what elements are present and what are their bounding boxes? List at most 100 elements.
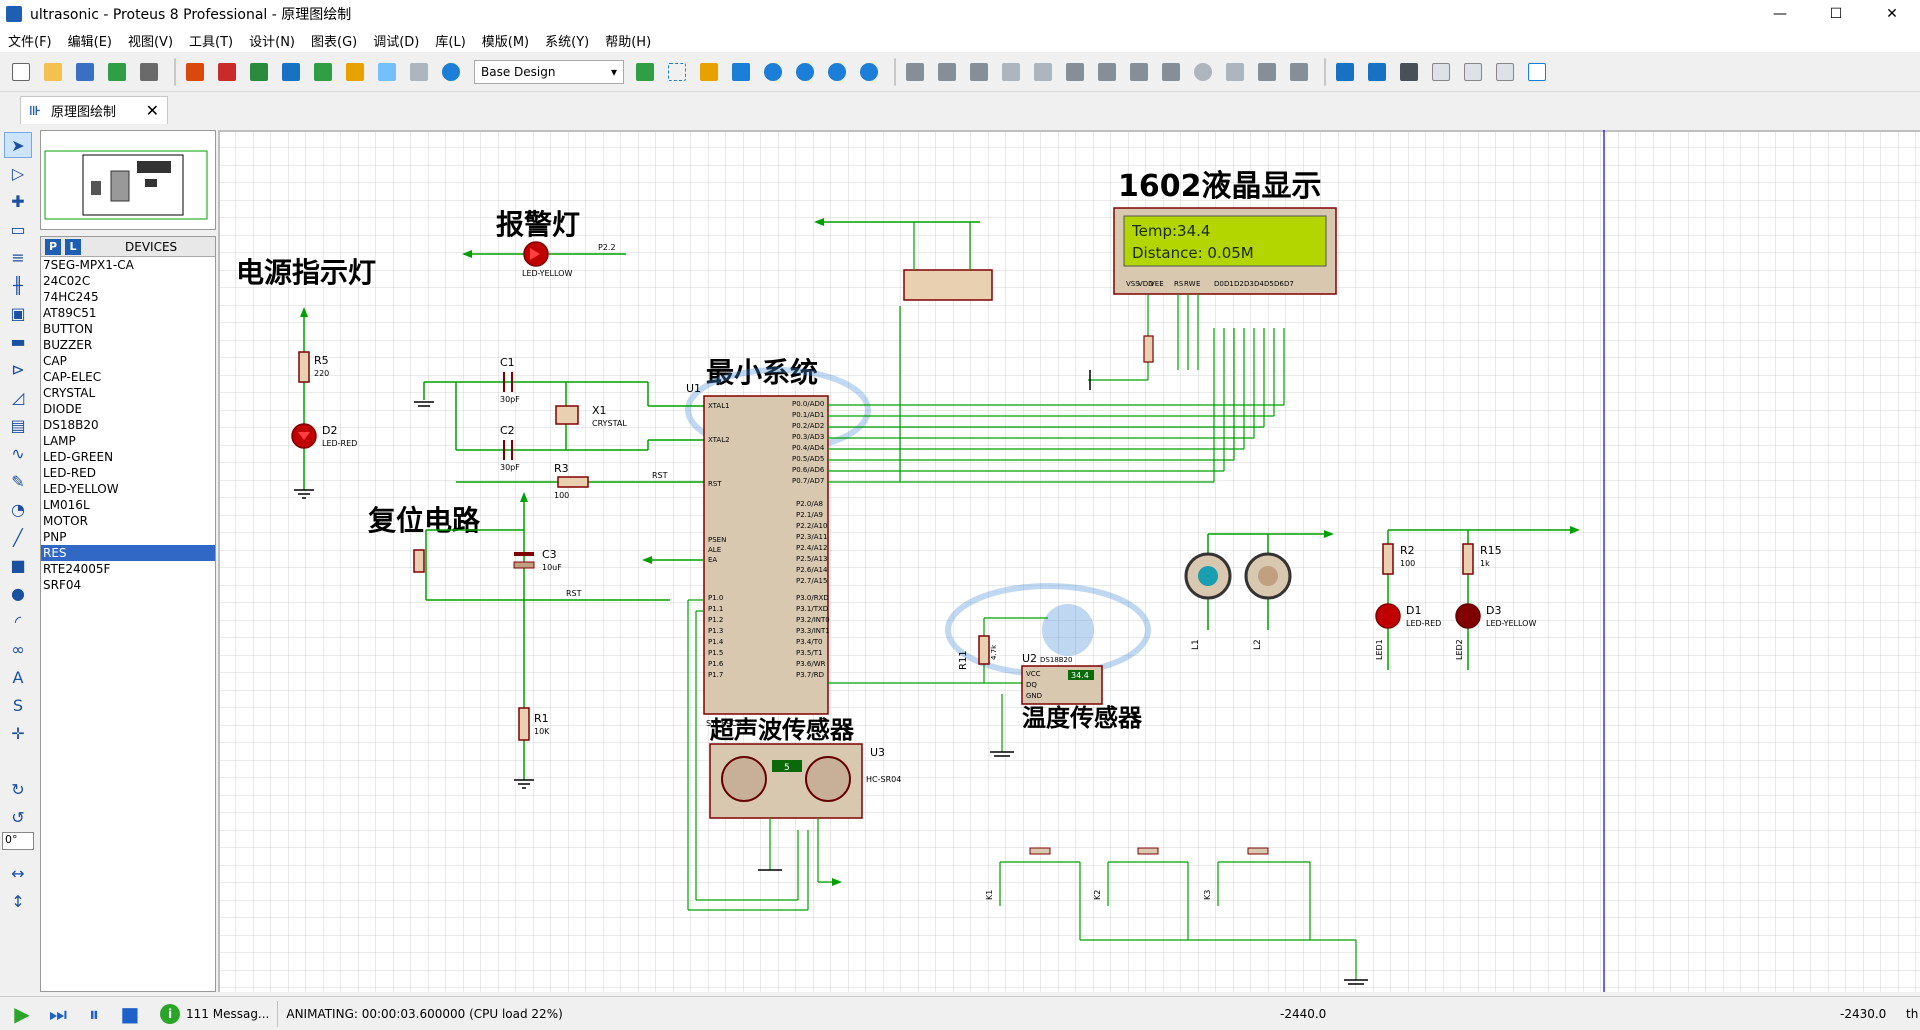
step-icon[interactable]: ⏭ [49, 1001, 67, 1026]
library-manager-button[interactable]: L [65, 238, 81, 255]
reset-button[interactable] [413, 549, 425, 573]
circle-icon[interactable]: ● [11, 583, 25, 603]
open-folder-icon[interactable] [40, 59, 66, 85]
menu-design[interactable]: 设计(N) [249, 34, 295, 50]
import-icon[interactable] [104, 59, 130, 85]
line-icon[interactable]: ╱ [13, 527, 23, 547]
exit-to-parent-icon[interactable] [1492, 59, 1518, 85]
list-item[interactable]: MOTOR [43, 514, 88, 528]
overview-window[interactable] [40, 130, 216, 230]
refresh-icon[interactable] [632, 59, 658, 85]
menu-tools[interactable]: 工具(T) [189, 34, 234, 50]
block-copy-icon[interactable] [1062, 59, 1088, 85]
list-item[interactable]: LED-YELLOW [43, 482, 119, 496]
led-d1[interactable] [1375, 603, 1401, 629]
list-item[interactable]: LAMP [43, 434, 76, 448]
home-icon[interactable] [182, 59, 208, 85]
cut-icon[interactable] [966, 59, 992, 85]
crystal-x1[interactable] [555, 405, 579, 425]
remove-sheet-icon[interactable] [1460, 59, 1486, 85]
rotation-field[interactable]: 0° [2, 832, 34, 850]
mirror-vertical-icon[interactable]: ↕ [11, 891, 25, 911]
text-icon[interactable]: A [12, 667, 24, 687]
minimize-button[interactable]: — [1773, 6, 1787, 22]
play-icon[interactable]: ▶ [14, 1001, 30, 1026]
pcb-icon[interactable] [246, 59, 272, 85]
resistor-r5[interactable] [298, 351, 310, 383]
menu-graph[interactable]: 图表(G) [311, 34, 358, 50]
list-item[interactable]: CAP-ELEC [43, 370, 102, 384]
mirror-horizontal-icon[interactable]: ↔ [11, 863, 25, 883]
path-icon[interactable]: ∞ [11, 639, 25, 659]
close-tab-icon[interactable]: ✕ [145, 101, 159, 120]
generator-icon[interactable]: ∿ [11, 443, 25, 463]
junction-icon[interactable]: ✚ [11, 191, 25, 211]
schematic-canvas[interactable]: 电源指示灯 报警灯 1602液晶显示 最小系统 复位电路 超声波传感器 温度传感… [218, 130, 1920, 992]
list-item[interactable]: BUTTON [43, 322, 93, 336]
rotate-anticlockwise-icon[interactable]: ↺ [11, 807, 25, 827]
help-icon[interactable] [438, 59, 464, 85]
menu-file[interactable]: 文件(F) [8, 34, 52, 50]
tab-schematic[interactable]: ⊪ 原理图绘制 ✕ [20, 96, 168, 124]
list-item[interactable]: 7SEG-MPX1-CA [43, 258, 134, 272]
electrical-rule-check-icon[interactable] [1524, 59, 1550, 85]
pause-icon[interactable]: ⏸ [89, 1001, 99, 1026]
maximize-button[interactable]: ☐ [1829, 6, 1843, 22]
block-move-icon[interactable] [1094, 59, 1120, 85]
box-icon[interactable]: ■ [10, 555, 26, 575]
component-mode-icon[interactable]: ▷ [11, 163, 25, 183]
zoom-in-icon[interactable] [760, 59, 786, 85]
arc-icon[interactable]: ◜ [14, 611, 22, 631]
notes-icon[interactable] [406, 59, 432, 85]
block-rotate-icon[interactable] [1126, 59, 1152, 85]
buses-icon[interactable]: ╫ [13, 275, 23, 295]
terminals-icon[interactable]: ▬ [10, 331, 26, 351]
paste-icon[interactable] [1030, 59, 1056, 85]
virtual-instruments-icon[interactable]: ◔ [11, 499, 25, 519]
design-select[interactable]: Base Design ▾ [474, 59, 624, 84]
resistor-r3[interactable] [557, 476, 589, 488]
list-item[interactable]: CAP [43, 354, 67, 368]
menu-edit[interactable]: 编辑(E) [67, 34, 112, 50]
origin-icon[interactable] [696, 59, 722, 85]
menu-view[interactable]: 视图(V) [127, 34, 174, 50]
stop-icon[interactable]: ■ [120, 1001, 140, 1026]
pick-device-icon[interactable] [1190, 59, 1216, 85]
list-item[interactable]: PNP [43, 530, 67, 544]
export-icon[interactable] [136, 59, 162, 85]
zoom-out-icon[interactable] [792, 59, 818, 85]
list-item[interactable]: RTE24005F [43, 562, 111, 576]
undo-icon[interactable] [902, 59, 928, 85]
key-k2[interactable] [1137, 847, 1159, 855]
list-item[interactable]: DIODE [43, 402, 83, 416]
list-item[interactable]: 74HC245 [43, 290, 99, 304]
source-code-icon[interactable] [374, 59, 400, 85]
gerber-icon[interactable] [310, 59, 336, 85]
pick-devices-button[interactable]: P [45, 238, 61, 255]
menu-template[interactable]: 模版(M) [481, 34, 530, 50]
list-item-selected[interactable]: RES [41, 545, 215, 561]
pan-icon[interactable] [728, 59, 754, 85]
decompose-icon[interactable] [1286, 59, 1312, 85]
key-k1[interactable] [1029, 847, 1051, 855]
redo-icon[interactable] [934, 59, 960, 85]
text-script-icon[interactable]: ≡ [11, 247, 25, 267]
list-item[interactable]: LED-RED [43, 466, 96, 480]
list-item[interactable]: SRF04 [43, 578, 82, 592]
subcircuit-icon[interactable]: ▣ [10, 303, 26, 323]
voltage-probe-icon[interactable]: ✎ [11, 471, 25, 491]
close-button[interactable]: ✕ [1886, 6, 1898, 22]
marker-icon[interactable]: ✛ [11, 723, 25, 743]
new-sheet-icon[interactable] [1428, 59, 1454, 85]
resistor-r1[interactable] [518, 707, 530, 741]
selection-mode-icon[interactable]: ➤ [4, 132, 32, 158]
list-item[interactable]: LM016L [43, 498, 90, 512]
list-item[interactable]: LED-GREEN [43, 450, 114, 464]
copy-icon[interactable] [998, 59, 1024, 85]
menu-system[interactable]: 系统(Y) [545, 34, 590, 50]
list-item[interactable]: DS18B20 [43, 418, 99, 432]
make-device-icon[interactable] [1222, 59, 1248, 85]
